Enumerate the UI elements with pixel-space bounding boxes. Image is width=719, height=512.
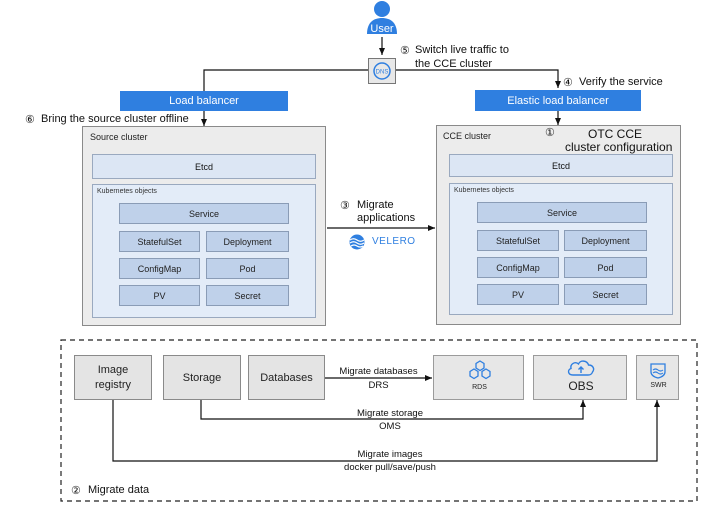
source-configmap: ConfigMap [119, 258, 200, 279]
svg-text:DNS: DNS [376, 70, 389, 76]
dns-to-lb-line [203, 69, 368, 91]
step-4-label: Verify the service [579, 76, 663, 88]
cce-k8s-objects: Kubernetes objects Service StatefulSet D… [449, 183, 673, 315]
source-k8s-objects: Kubernetes objects Service StatefulSet D… [92, 184, 316, 318]
user-icon [362, 0, 402, 38]
swr-icon [650, 363, 666, 379]
source-cluster: Source cluster Etcd Kubernetes objects S… [82, 126, 326, 326]
obs-cloud-icon [567, 360, 595, 376]
step-5-label-line1: Switch live traffic to [415, 44, 509, 56]
image-registry-line2: registry [94, 378, 132, 391]
oms-label: OMS [379, 421, 401, 432]
step-5-label-line2: the CCE cluster [415, 58, 493, 70]
step-6-number: ⑥ [25, 114, 35, 126]
velero-label: VELERO [372, 236, 416, 247]
migrate-data-region [60, 339, 698, 502]
dns-to-elb-arrow [396, 69, 561, 88]
rds-service: RDS [433, 355, 524, 400]
step-4-number: ④ [563, 77, 573, 89]
velero-logo-icon [345, 234, 369, 250]
cce-cluster: CCE cluster Etcd Kubernetes objects Serv… [436, 125, 681, 325]
rds-icon [469, 360, 491, 380]
migrate-storage-label: Migrate storage [356, 408, 423, 419]
source-statefulset: StatefulSet [119, 231, 200, 252]
source-pv: PV [119, 285, 200, 306]
cce-cluster-title: CCE cluster [443, 131, 492, 141]
cce-statefulset: StatefulSet [477, 230, 559, 251]
step-1-label-line1: OTC CCE [588, 127, 642, 141]
step-3-label-line2: applications [357, 212, 416, 224]
source-secret: Secret [206, 285, 289, 306]
image-registry: Image registry [74, 355, 152, 400]
step-1-number: ① [545, 127, 555, 139]
source-cluster-title: Source cluster [90, 132, 148, 142]
cce-pv: PV [477, 284, 559, 305]
dns-icon: DNS [368, 58, 396, 84]
migrate-databases-label: Migrate databases [339, 366, 418, 377]
swr-label: SWR [650, 382, 667, 389]
cce-configmap: ConfigMap [477, 257, 559, 278]
source-service: Service [119, 203, 289, 224]
load-balancer: Load balancer [120, 91, 288, 111]
drs-label: DRS [368, 380, 389, 391]
obs-label: OBS [568, 379, 594, 393]
user-label: User [370, 23, 394, 35]
obs-service: OBS [533, 355, 627, 400]
cce-deployment: Deployment [564, 230, 647, 251]
cce-k8s-title: Kubernetes objects [454, 187, 514, 194]
source-pod: Pod [206, 258, 289, 279]
step-3-label-line1: Migrate [357, 199, 394, 211]
cce-secret: Secret [564, 284, 647, 305]
storage: Storage [163, 355, 241, 400]
step-1-label-line2: cluster configuration [565, 140, 673, 154]
migrate-images-arrow [112, 400, 660, 462]
cce-service: Service [477, 202, 647, 223]
step-3-number: ③ [340, 200, 350, 212]
migrate-images-label: Migrate images [357, 449, 423, 460]
step-5-number: ⑤ [400, 45, 410, 57]
docker-cmd-label: docker pull/save/push [344, 462, 436, 473]
step-2-label: Migrate data [88, 484, 150, 496]
elastic-load-balancer: Elastic load balancer [475, 90, 641, 111]
source-deployment: Deployment [206, 231, 289, 252]
step-2-number: ② [71, 485, 81, 497]
databases: Databases [248, 355, 325, 400]
step-6-label: Bring the source cluster offline [41, 113, 189, 125]
image-registry-line1: Image [97, 363, 129, 376]
source-k8s-title: Kubernetes objects [97, 188, 157, 195]
rds-label: RDS [472, 384, 487, 391]
migrate-storage-arrow [200, 400, 586, 420]
cce-etcd: Etcd [449, 154, 673, 177]
swr-service: SWR [636, 355, 679, 400]
cce-pod: Pod [564, 257, 647, 278]
source-etcd: Etcd [92, 154, 316, 179]
